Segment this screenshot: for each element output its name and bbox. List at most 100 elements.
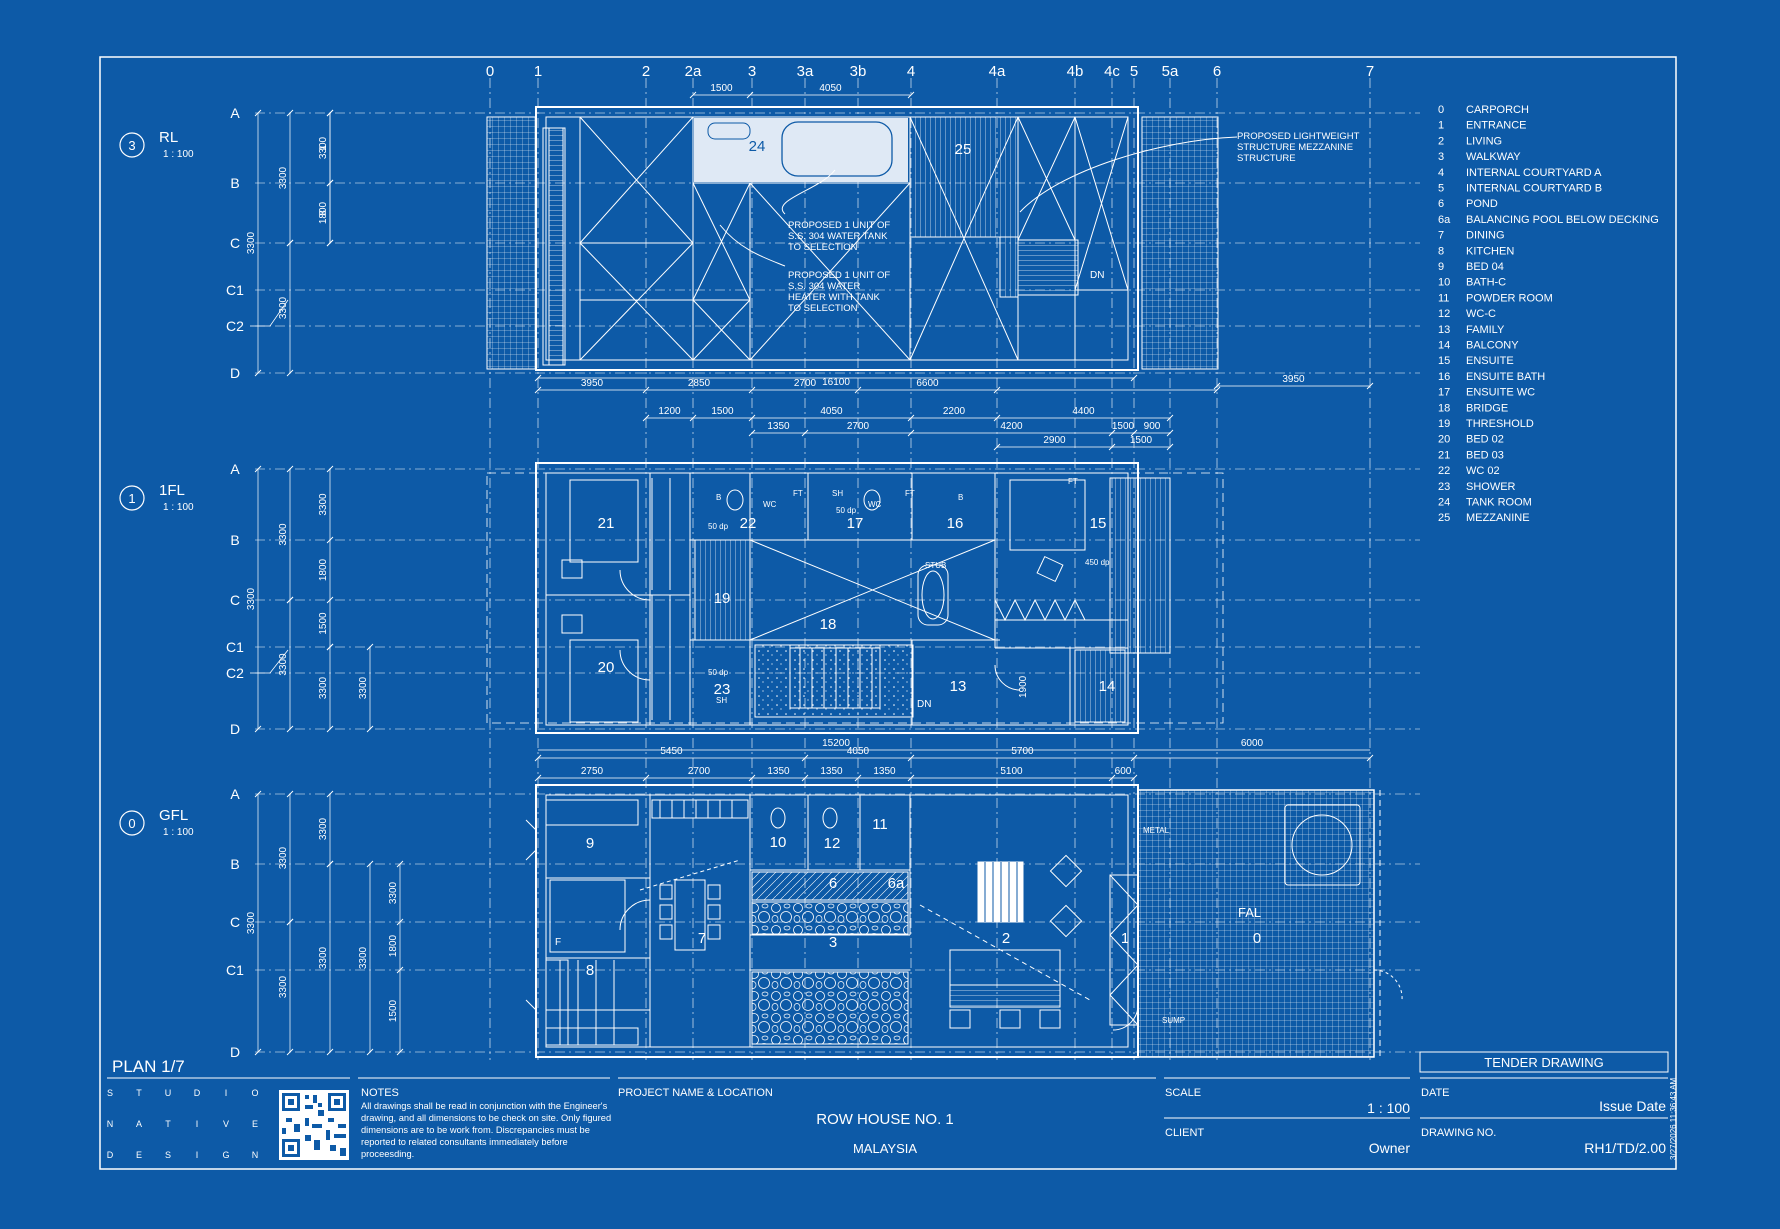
timestamp: 3/27/2026 11:36:43 AM [1669, 1078, 1678, 1160]
grid-label: 5a [1162, 63, 1179, 80]
svg-text:PROPOSED 1 UNIT OF: PROPOSED 1 UNIT OF [788, 220, 890, 231]
legend-name: BRIDGE [1466, 402, 1508, 414]
legend-number: 9 [1438, 261, 1444, 273]
legend-name: ENSUITE WC [1466, 387, 1535, 399]
dimension-label: 3300 [278, 166, 289, 189]
dimension-label: 2850 [688, 378, 711, 389]
room-label: 23 [714, 681, 731, 698]
svg-text:reported to related consultant: reported to related consultants immediat… [361, 1137, 568, 1147]
dimension-label: 3300 [278, 653, 289, 676]
row-label: A [230, 786, 240, 802]
client-label: CLIENT [1165, 1127, 1204, 1139]
svg-text:S.S. 304 WATER TANK: S.S. 304 WATER TANK [788, 231, 888, 242]
grid-label: 2a [685, 63, 702, 80]
legend-name: INTERNAL COURTYARD B [1466, 183, 1602, 195]
grid-label: 7 [1366, 63, 1374, 80]
note-wc: WC [763, 500, 777, 509]
room-label: 25 [955, 141, 972, 158]
note-sump: SUMP [1162, 1016, 1185, 1025]
legend-name: BALANCING POOL BELOW DECKING [1466, 214, 1659, 226]
legend-name: BED 04 [1466, 261, 1504, 273]
legend-number: 22 [1438, 465, 1450, 477]
row-label: C1 [226, 282, 244, 298]
room-label: 6 [829, 875, 837, 892]
dimension-label: 16100 [822, 377, 850, 388]
dimension-label: 3300 [358, 676, 369, 699]
row-label: C1 [226, 639, 244, 655]
room-label: 12 [824, 835, 841, 852]
date-value: Issue Date [1599, 1098, 1666, 1114]
grid-label: 0 [486, 63, 494, 80]
mezzanine-note: PROPOSED LIGHTWEIGHT STRUCTURE MEZZANINE… [1237, 131, 1360, 164]
row-label: D [230, 721, 240, 737]
logo-letter: T [136, 1088, 142, 1098]
dimension-label: 2900 [1043, 435, 1066, 446]
dimension-label: 1350 [820, 766, 843, 777]
drawing-no: RH1/TD/2.00 [1584, 1140, 1666, 1156]
grid-label: 5 [1130, 63, 1138, 80]
client-value: Owner [1369, 1140, 1411, 1156]
svg-text:drawing, and all dimensions to: drawing, and all dimensions to be check … [361, 1113, 611, 1123]
legend-number: 14 [1438, 340, 1450, 352]
svg-text:All drawings shall be read in: All drawings shall be read in conjunctio… [361, 1101, 608, 1111]
legend-number: 6a [1438, 214, 1451, 226]
note-b: B [716, 493, 721, 502]
legend-name: TANK ROOM [1466, 497, 1532, 509]
logo-letter: S [107, 1088, 113, 1098]
row-label: C [230, 914, 240, 930]
room-label: 17 [847, 515, 864, 532]
notes-body: All drawings shall be read in conjunctio… [361, 1101, 611, 1159]
dimension-label: 3300 [318, 946, 329, 969]
grid-label: 4a [989, 63, 1006, 80]
dimension-label: 3300 [246, 231, 257, 254]
legend-name: ENSUITE [1466, 355, 1514, 367]
dimension-label: 3300 [318, 493, 329, 516]
svg-text:TO SELECTION: TO SELECTION [788, 242, 858, 253]
dimension-label: 3300 [246, 587, 257, 610]
legend-name: BATH-C [1466, 277, 1506, 289]
dimension-label: 4050 [847, 746, 870, 757]
dimension-label: 5700 [1011, 746, 1034, 757]
note-f: F [555, 937, 561, 948]
dimension-label: 15200 [822, 738, 850, 749]
dimension-label: 3950 [581, 378, 604, 389]
legend-number: 7 [1438, 230, 1444, 242]
note-dp: 450 dp [1085, 558, 1110, 567]
grid-label: 6 [1213, 63, 1221, 80]
legend-name: LIVING [1466, 135, 1502, 147]
legend-name: WC-C [1466, 308, 1496, 320]
dimension-label: 3300 [278, 523, 289, 546]
room-label: 16 [947, 515, 964, 532]
room-label: 21 [598, 515, 615, 532]
room-label: 0 [1253, 930, 1261, 947]
dimension-label: 2700 [688, 766, 711, 777]
dimension-label: 3300 [278, 846, 289, 869]
legend-number: 19 [1438, 418, 1450, 430]
grid-label: 4c [1104, 63, 1120, 80]
legend-name: WC 02 [1466, 465, 1500, 477]
dimension-label: 1500 [710, 83, 733, 94]
logo-letter: G [222, 1150, 229, 1160]
logo-letter: U [165, 1088, 172, 1098]
dimension-label: 1350 [767, 766, 790, 777]
notes-title: NOTES [361, 1087, 399, 1099]
room-label: 9 [586, 835, 594, 852]
legend-number: 4 [1438, 167, 1444, 179]
dimension-label: 3300 [388, 881, 399, 904]
logo-letter: D [194, 1088, 201, 1098]
plan-number: 0 [128, 816, 135, 831]
plan-name: RL [159, 129, 178, 146]
scale-label: SCALE [1165, 1087, 1201, 1099]
row-label: C2 [226, 318, 244, 334]
legend-name: BED 02 [1466, 434, 1504, 446]
dimension-label: 1500 [711, 406, 734, 417]
svg-text:STRUCTURE MEZZANINE: STRUCTURE MEZZANINE [1237, 142, 1353, 153]
plan-number-circle [119, 810, 145, 836]
legend-name: BED 03 [1466, 449, 1504, 461]
rl-plan [486, 106, 1238, 371]
